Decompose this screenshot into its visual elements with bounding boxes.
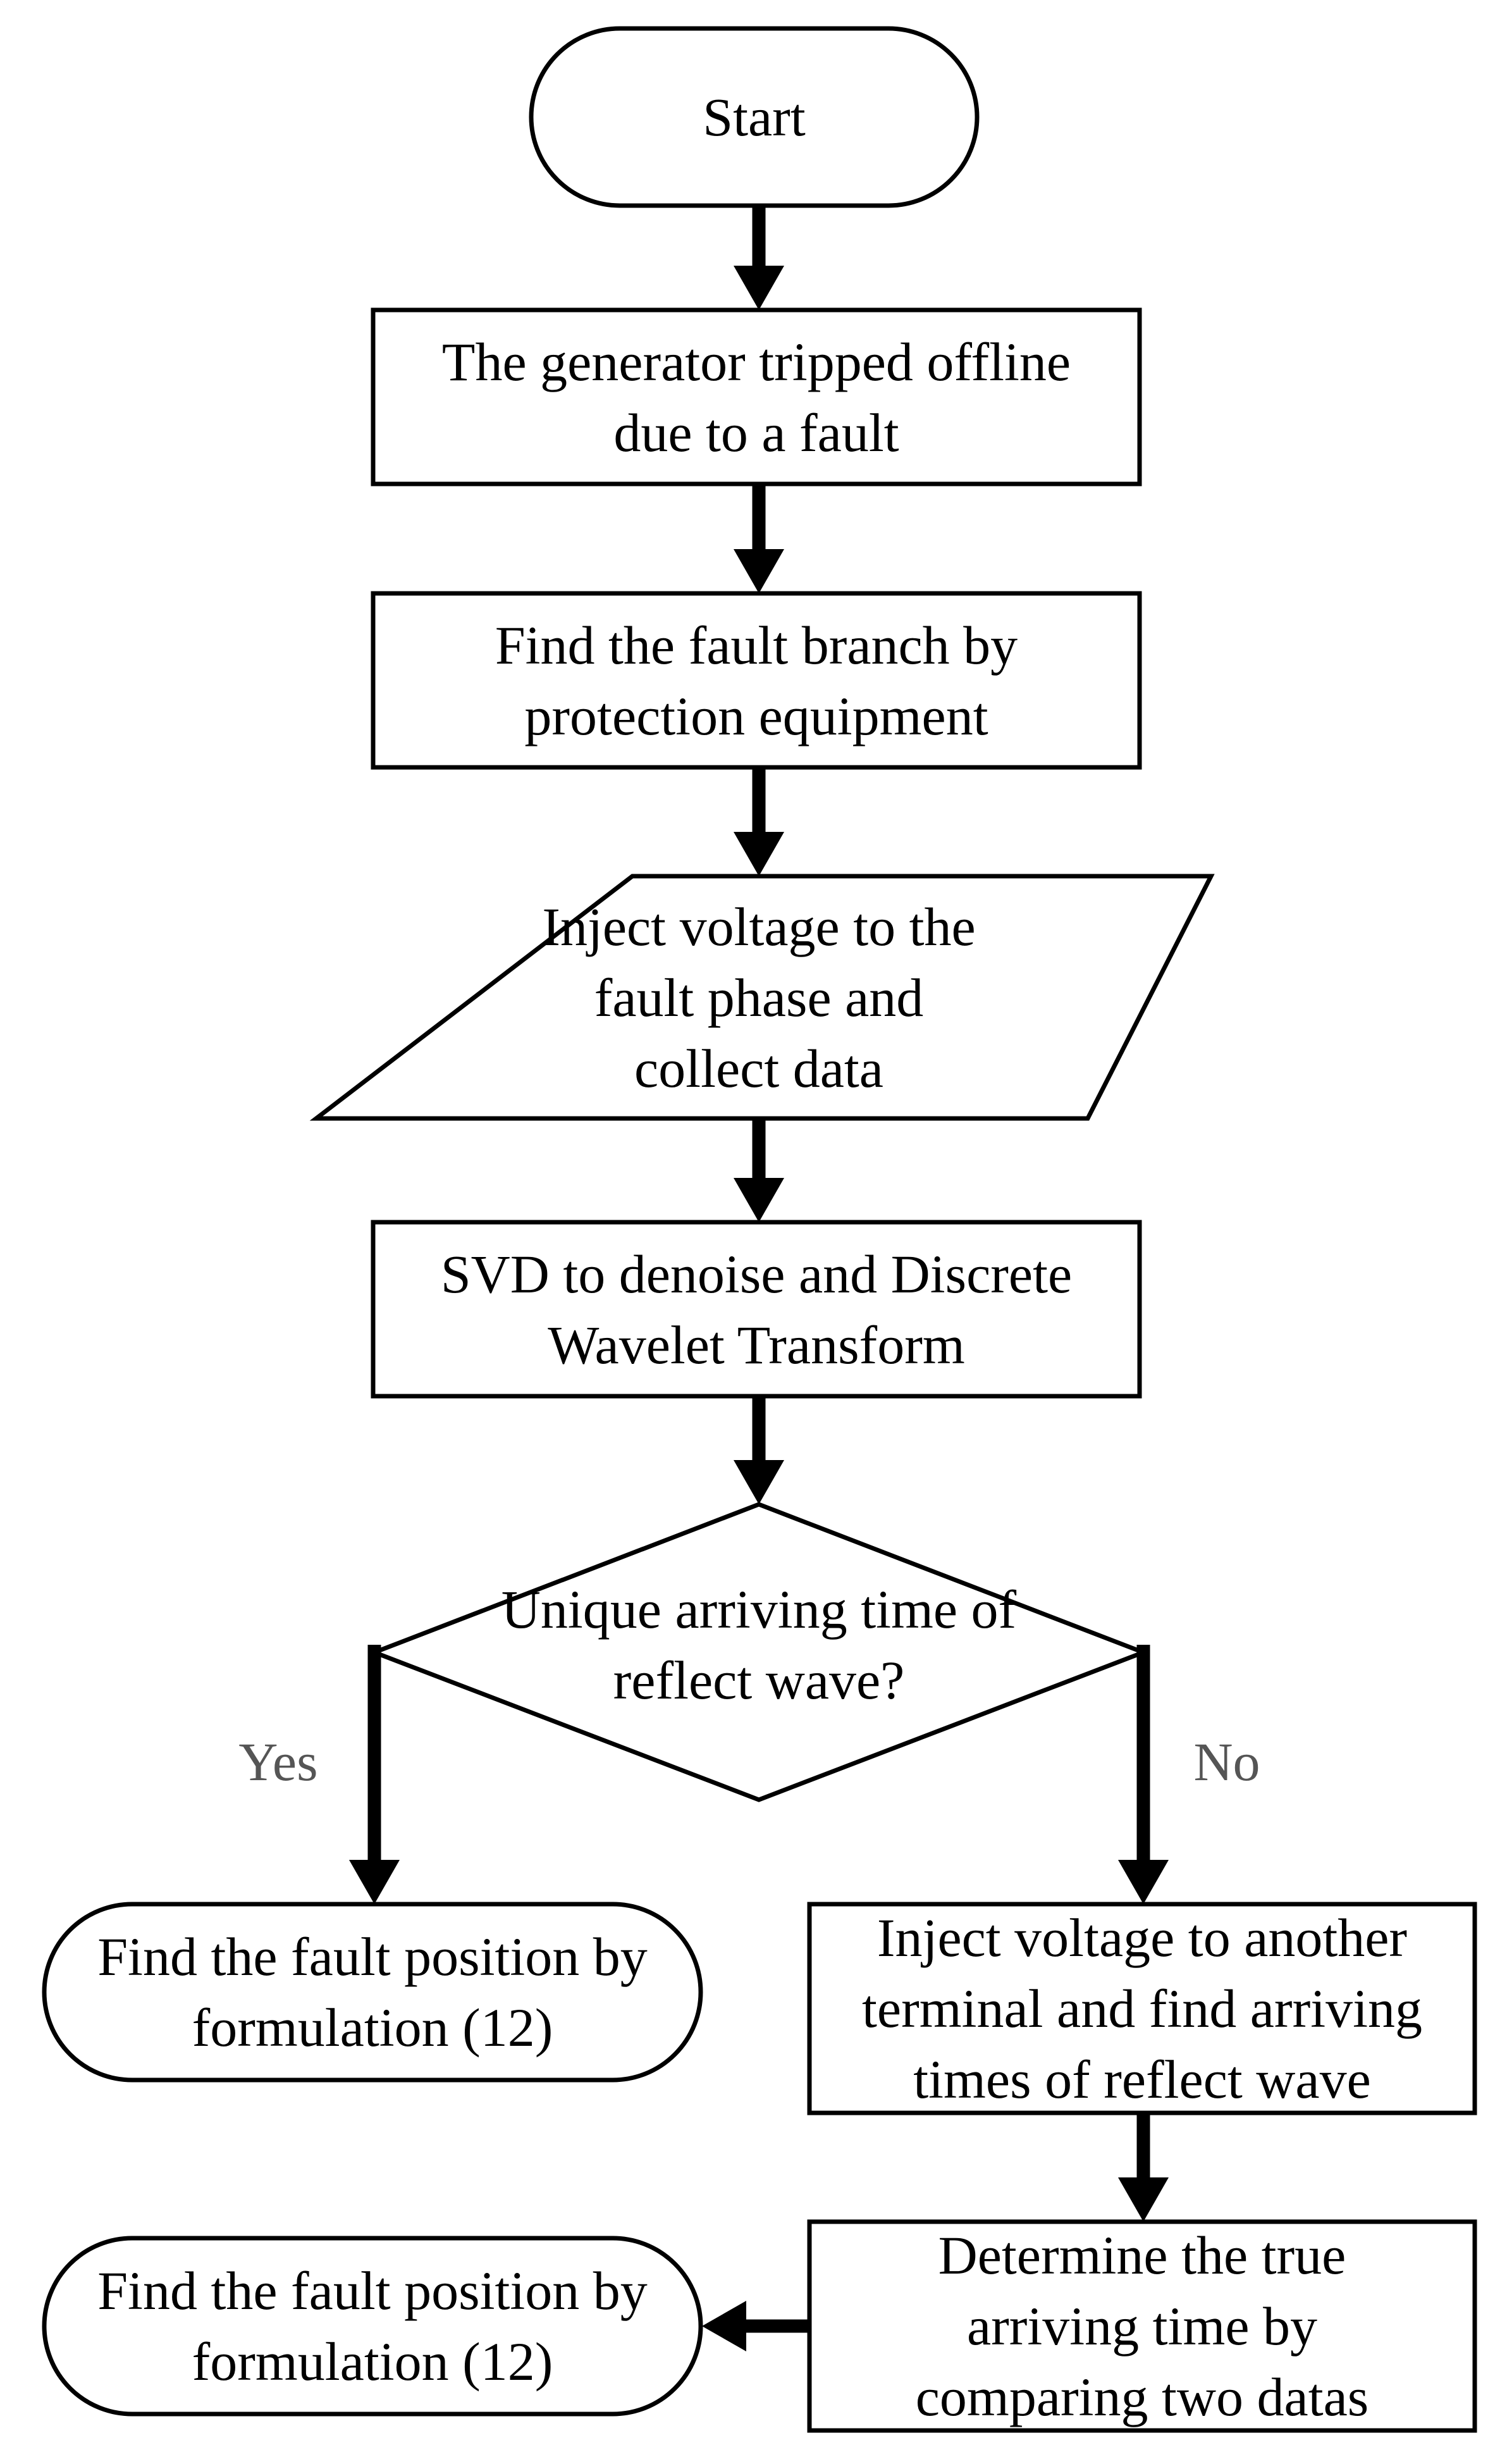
find-branch-process-shape: [371, 591, 1142, 770]
find-position-yes-terminal-shape: [42, 1902, 703, 2083]
generator-tripped-process-shape: [371, 307, 1142, 486]
inject-voltage-label: Inject voltage to the fault phase and co…: [542, 896, 976, 1099]
inject-another-label: Inject voltage to another terminal and f…: [862, 1907, 1422, 2110]
arrowhead-start-to-generator: [734, 266, 784, 310]
decision-diamond-shape: [368, 1502, 1150, 1802]
arrowhead-decision-no: [1118, 1860, 1169, 1904]
find-position-final-label: Find the fault position by formulation (…: [97, 2260, 648, 2392]
arrowhead-decision-yes: [349, 1860, 400, 1904]
arrowhead-inject-another-to-determine: [1118, 2177, 1169, 2222]
generator-tripped-label: The generator tripped offline due to a f…: [441, 331, 1071, 463]
no-branch-label: No: [1193, 1731, 1260, 1792]
find-position-yes-label: Find the fault position by formulation (…: [97, 1926, 648, 2058]
yes-branch-label: Yes: [238, 1731, 318, 1792]
arrowhead-determine-to-final: [702, 2301, 746, 2351]
start-label: Start: [703, 87, 806, 147]
arrowhead-inject-to-svd: [734, 1178, 784, 1222]
determine-true-process-shape: [807, 2219, 1477, 2433]
inject-voltage-io-shape: [309, 874, 1215, 1121]
find-branch-label: Find the fault branch by protection equi…: [495, 614, 1018, 746]
svd-transform-process-shape: [371, 1220, 1142, 1399]
determine-true-label: Determine the true arriving time by comp…: [915, 2225, 1369, 2427]
arrowhead-generator-to-branch: [734, 549, 784, 593]
decision-label: Unique arriving time of reflect wave?: [501, 1579, 1017, 1711]
arrowhead-svd-to-decision: [734, 1460, 784, 1504]
inject-another-process-shape: [807, 1902, 1477, 2115]
svd-transform-label: SVD to denoise and Discrete Wavelet Tran…: [440, 1243, 1073, 1375]
find-position-final-terminal-shape: [42, 2236, 703, 2417]
arrowhead-branch-to-inject: [734, 832, 784, 876]
